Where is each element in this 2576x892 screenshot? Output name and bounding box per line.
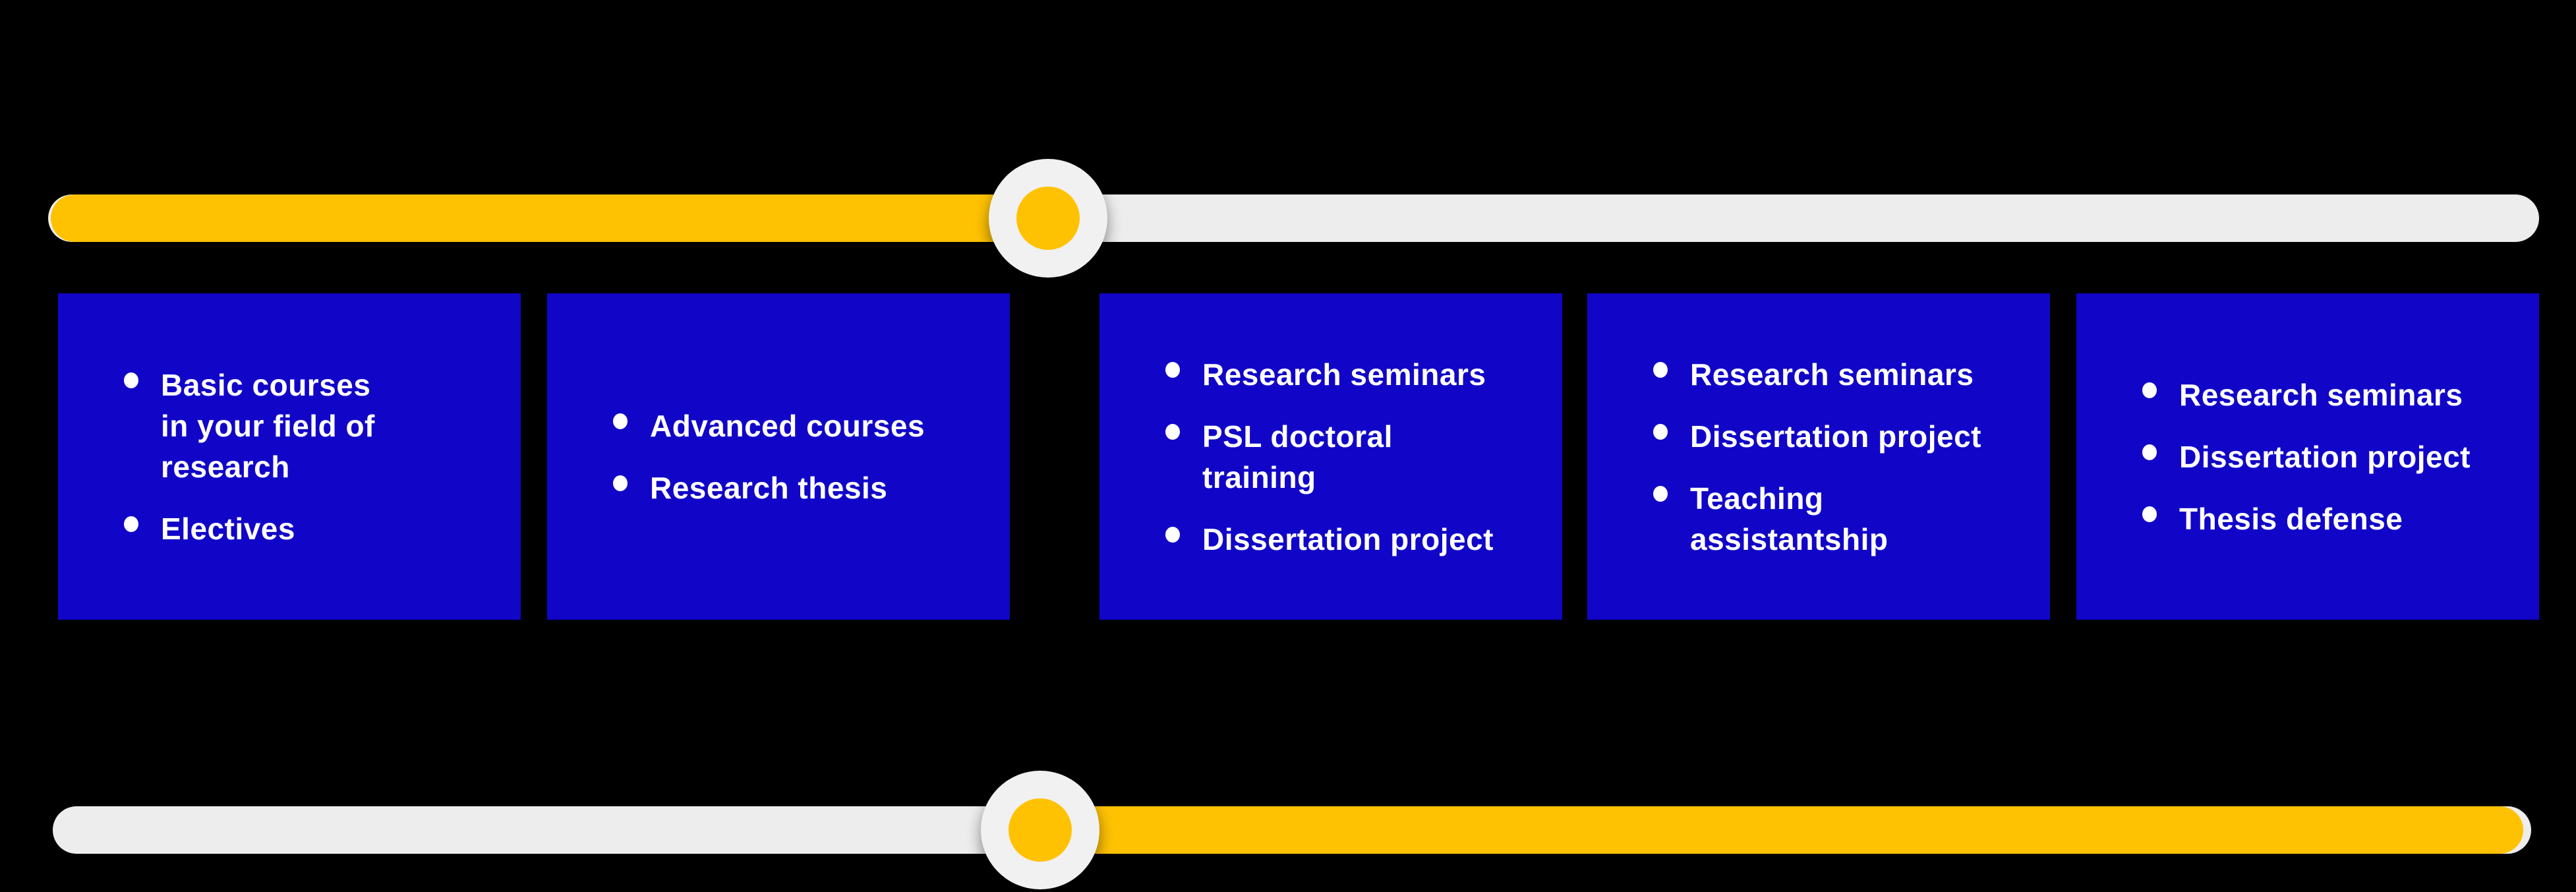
- list-item: Dissertation project: [1653, 416, 2024, 457]
- phase-1-item-2: Electives: [161, 511, 295, 546]
- phase-2-item-2: Research thesis: [650, 470, 888, 505]
- timeline-bottom-marker: [981, 771, 1099, 889]
- timeline-top-progress-bar: [51, 194, 1048, 242]
- phase-box-3: Research seminars PSL doctoral training …: [1099, 293, 1562, 620]
- list-item: Research seminars: [1653, 354, 2024, 395]
- phase-3-item-2: PSL doctoral training: [1202, 419, 1393, 494]
- timeline-bottom-marker-dot-icon: [1009, 798, 1072, 862]
- bullet-icon: [1653, 423, 1668, 440]
- list-item: Thesis defense: [2142, 498, 2513, 539]
- bullet-icon: [1165, 423, 1180, 440]
- bullet-icon: [1165, 361, 1180, 378]
- phase-5-list: Research seminars Dissertation project T…: [2076, 353, 2539, 560]
- phase-5-item-3: Thesis defense: [2179, 501, 2403, 536]
- phase-3-item-3: Dissertation project: [1202, 521, 1494, 556]
- timeline-top-marker: [989, 159, 1107, 278]
- phase-2-list: Advanced courses Research thesis: [547, 384, 1010, 529]
- phase-5-item-1: Research seminars: [2179, 377, 2463, 412]
- phase-3-item-1: Research seminars: [1202, 357, 1486, 392]
- bullet-icon: [1653, 485, 1668, 502]
- timeline-top-marker-dot-icon: [1016, 187, 1080, 250]
- phase-3-list: Research seminars PSL doctoral training …: [1099, 333, 1562, 581]
- list-item: Dissertation project: [1165, 519, 1536, 560]
- phase-5-item-2: Dissertation project: [2179, 439, 2471, 474]
- bullet-icon: [124, 372, 138, 388]
- list-item: Advanced courses: [613, 405, 983, 446]
- phase-4-item-1: Research seminars: [1690, 357, 1974, 392]
- list-item: Dissertation project: [2142, 436, 2513, 477]
- bullet-icon: [613, 413, 628, 429]
- list-item: Electives: [124, 508, 494, 549]
- list-item: Teaching assistantship: [1653, 478, 2024, 560]
- bullet-icon: [1653, 361, 1668, 378]
- bullet-icon: [124, 516, 138, 532]
- list-item: Research seminars: [2142, 374, 2513, 415]
- phase-box-5: Research seminars Dissertation project T…: [2076, 293, 2539, 620]
- phase-box-2: Advanced courses Research thesis: [547, 293, 1010, 620]
- phase-4-list: Research seminars Dissertation project T…: [1587, 333, 2050, 581]
- bullet-icon: [2142, 444, 2157, 460]
- phase-box-4: Research seminars Dissertation project T…: [1587, 293, 2050, 620]
- timeline-bottom-progress-bar: [1040, 806, 2523, 854]
- list-item: Research thesis: [613, 467, 983, 508]
- phase-4-item-3: Teaching assistantship: [1690, 481, 1888, 556]
- phase-2-item-1: Advanced courses: [650, 408, 925, 443]
- phase-1-list: Basic courses in your field of research …: [58, 343, 521, 570]
- list-item: PSL doctoral training: [1165, 416, 1536, 498]
- bullet-icon: [613, 475, 628, 491]
- phase-4-item-2: Dissertation project: [1690, 419, 1981, 454]
- bullet-icon: [1165, 526, 1180, 543]
- list-item: Basic courses in your field of research: [124, 365, 494, 487]
- list-item: Research seminars: [1165, 354, 1536, 395]
- bullet-icon: [2142, 382, 2157, 398]
- phase-box-1: Basic courses in your field of research …: [58, 293, 521, 620]
- phase-1-item-1: Basic courses in your field of research: [161, 367, 375, 484]
- bullet-icon: [2142, 506, 2157, 522]
